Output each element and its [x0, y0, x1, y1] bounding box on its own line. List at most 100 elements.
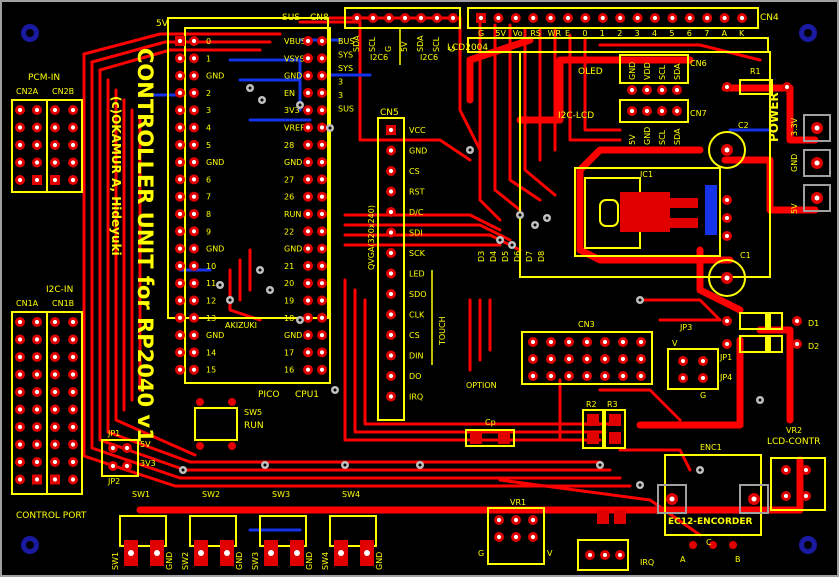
oled-pin-label: GND [628, 62, 637, 80]
switch-pin-label: SW4 [321, 552, 330, 570]
resistor-r1: R1 [722, 67, 792, 95]
enc-c-label: C [706, 538, 712, 547]
pico-maker-label: AKIZUKI [225, 321, 257, 330]
vias [179, 84, 764, 489]
cn1b-label: CN1B [52, 299, 74, 308]
tft-touch-label: TOUCH [438, 316, 447, 346]
capacitor-c2: C2 [708, 121, 749, 169]
cn4-label: CN4 [760, 13, 779, 23]
pico-right-pin-label: 3V3 [284, 106, 300, 115]
cn7-label: CN7 [690, 109, 707, 118]
lcd2004-pin-label: G [478, 29, 484, 38]
pico-left-pin-label: 8 [206, 210, 211, 219]
pico-right-pin-label: RUN [284, 210, 301, 219]
jp3-jp4-jumpers[interactable]: JP3 JP1 JP4 V G [667, 323, 732, 400]
vr1-g-label: G [478, 549, 484, 558]
pico-left-pin-label: 2 [206, 89, 211, 98]
pico-right-pin-label: 21 [284, 262, 294, 271]
tft-pads [386, 125, 396, 402]
run-switch[interactable]: SW5 RUN [194, 398, 264, 450]
i2c6-a-label: I2C6 [370, 53, 388, 62]
oled-pin-labels: GND VDD SCL SDA [627, 62, 682, 95]
vr1-pads [494, 515, 538, 542]
pico-right-pin-label: 17 [284, 348, 294, 357]
lcd2004-pin-label: Vo [513, 29, 523, 38]
control-port-label: CONTROL PORT [16, 511, 87, 521]
irq-connector[interactable]: IRQ [577, 510, 654, 571]
cp-label: Cp [485, 418, 496, 427]
tft-pin-label: RST [409, 188, 425, 197]
pico-right-pin-label: 28 [284, 141, 294, 150]
cn8-pin-label: SCL [368, 36, 377, 52]
power-3v3-label: 3.3V [790, 117, 799, 136]
rotary-encoder[interactable]: ENC1 EC12-ENCORDER A C B [657, 443, 769, 564]
tft-connector[interactable]: CN5 QVGA(320x240) TOUCH [367, 108, 447, 421]
pico-right-pin-labels: VBUSVSYSGNDEN3V3VREF28GND2726RUN22GND212… [284, 37, 306, 375]
cn8-pin-label: SDA [352, 35, 361, 52]
cn8-side-label: SYS [338, 51, 353, 60]
irq-label: IRQ [640, 558, 654, 567]
tft-pin-label: CS [409, 167, 420, 176]
lcd2004-pin-label: E [565, 29, 570, 38]
vr1-trimmer[interactable]: VR1 G V [478, 498, 553, 565]
tft-pin-label: SDI [409, 229, 423, 238]
switch-pin-label: GND [165, 552, 174, 570]
cn3-option-label: OPTION [466, 381, 497, 390]
power-gnd-label: GND [790, 154, 799, 172]
r2-r3-resistors: R2 R3 [582, 400, 626, 449]
switch-label: SW2 [202, 490, 220, 499]
i2c-in-connector[interactable]: I2C-IN CN1A CN1B [11, 285, 83, 495]
cn8-side-label: 3 [338, 91, 343, 100]
pico-module[interactable]: 5V SUS CN8 AKIZUKI PICO CPU1 [156, 13, 331, 400]
pico-left-pin-label: 14 [206, 348, 216, 357]
pico-left-pin-label: 13 [206, 314, 216, 323]
pico-left-pin-label: GND [206, 72, 224, 81]
vr2-lcd-contrast[interactable]: VR2 LCD-CONTR [767, 426, 826, 511]
power-5v-label: 5V [790, 203, 799, 214]
cn8-label: CN8 [310, 13, 329, 23]
vr2-label: VR2 [786, 426, 802, 435]
jp-g-label: G [700, 391, 706, 400]
cn6-label: CN6 [690, 59, 707, 68]
pico-designator-label: CPU1 [295, 390, 319, 400]
oled-pin-label: SDA [673, 63, 682, 80]
cn8-header[interactable]: I2C6 I2C6 [344, 7, 461, 65]
pcm-in-connector[interactable]: PCM-IN CN2A CN2B [11, 73, 83, 193]
pico-left-pin-label: 3 [206, 106, 211, 115]
pico-right-pin-label: GND [284, 72, 302, 81]
power-title: POWER [767, 92, 781, 142]
oled-pin-label: SCL [658, 64, 667, 80]
switch-pin-label: SW3 [251, 552, 260, 570]
oled-pin-label: VDD [643, 62, 652, 80]
d2-label: D2 [808, 342, 819, 351]
switch-pin-label: GND [375, 552, 384, 570]
oled-connector[interactable]: OLED CN6 [578, 54, 707, 84]
pcm-in-title: PCM-IN [28, 73, 60, 83]
cn3-label: CN3 [578, 320, 595, 329]
lcd2004-pin-label: 5 [669, 29, 674, 38]
lcd2004-pin-label: 4 [652, 29, 657, 38]
jp1-3v3-label: 3V3 [140, 459, 156, 468]
pico-5v-label: 5V [156, 19, 169, 29]
cn3-header[interactable]: CN3 OPTION [466, 320, 653, 390]
pico-left-pin-label: 12 [206, 297, 216, 306]
switch-pin-label: SW1 [111, 552, 120, 570]
tft-pin-label: IRQ [409, 393, 423, 402]
r1-label: R1 [750, 67, 761, 76]
power-connector[interactable]: POWER 3.3V GND 5V [767, 92, 831, 214]
diode-label: D3 [477, 251, 486, 262]
encoder-name-label: EC12-ENCORDER [668, 517, 752, 527]
i2c-lcd-connector[interactable]: I2C-LCD CN7 [558, 99, 707, 123]
mounting-holes [21, 24, 817, 554]
jp1-jumper[interactable]: JP1 5V 3V3 JP2 [101, 429, 156, 486]
switch-pin-label: GND [305, 552, 314, 570]
lcd2004-pads [476, 13, 747, 23]
jp-v-label: V [672, 339, 678, 348]
tft-pin-label: SDO [409, 290, 427, 299]
cn8-pin-label: SCL [432, 36, 441, 52]
pico-left-pin-label: 1 [206, 54, 211, 63]
